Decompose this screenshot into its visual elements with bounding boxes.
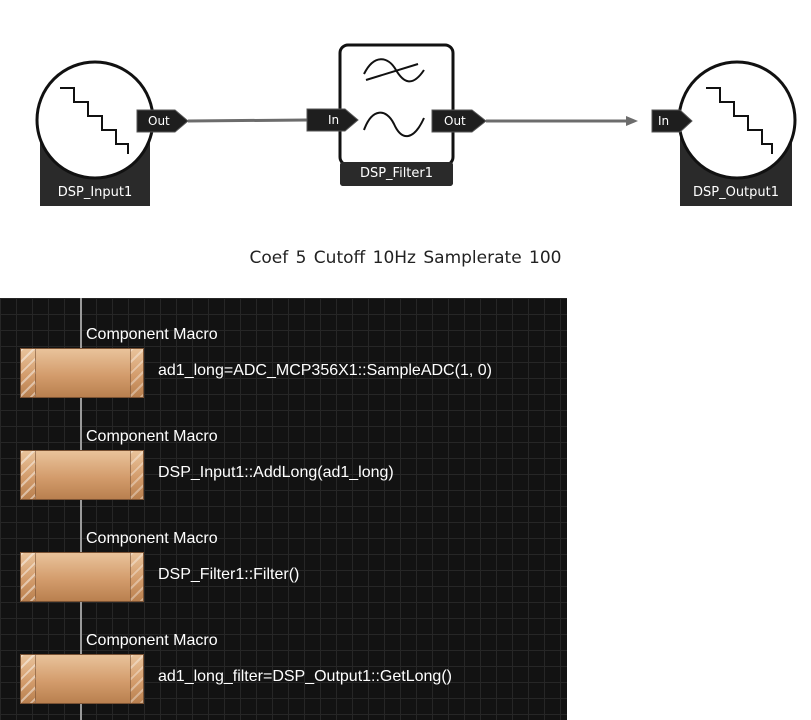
dsp-output-component[interactable]	[677, 60, 797, 206]
output-in-port-label: In	[658, 114, 670, 128]
component-diagram	[35, 43, 797, 206]
staircase-icon	[60, 87, 129, 154]
macro-item[interactable]: Component Macro ad1_long_filter=DSP_Outp…	[0, 632, 567, 712]
connector-input-filter	[187, 118, 308, 123]
macro-title: Component Macro	[86, 326, 218, 343]
filter-wave-icon-2	[363, 111, 425, 137]
macro-block[interactable]	[20, 348, 144, 398]
input-out-port[interactable]	[136, 109, 189, 133]
macro-item[interactable]: Component Macro ad1_long=ADC_MCP356X1::S…	[0, 326, 567, 406]
macro-item[interactable]: Component Macro DSP_Filter1::Filter()	[0, 530, 567, 610]
macro-call: DSP_Input1::AddLong(ad1_long)	[158, 464, 394, 481]
macro-block[interactable]	[20, 654, 144, 704]
macro-call: DSP_Filter1::Filter()	[158, 566, 300, 583]
input-out-port-label: Out	[148, 114, 170, 128]
macro-call: ad1_long_filter=DSP_Output1::GetLong()	[158, 668, 452, 685]
dsp-output-label: DSP_Output1	[680, 181, 792, 205]
flowchart-panel: Component Macro ad1_long=ADC_MCP356X1::S…	[0, 298, 567, 720]
filter-out-port-label: Out	[444, 114, 466, 128]
filter-settings-caption: Coef 5 Cutoff 10Hz Samplerate 100	[249, 248, 562, 268]
filter-in-port[interactable]	[306, 108, 359, 132]
macro-item[interactable]: Component Macro DSP_Input1::AddLong(ad1_…	[0, 428, 567, 508]
staircase-icon	[706, 87, 773, 154]
flow-line	[80, 298, 82, 720]
filter-out-port[interactable]	[431, 109, 487, 133]
macro-title: Component Macro	[86, 530, 218, 547]
macro-call: ad1_long=ADC_MCP356X1::SampleADC(1, 0)	[158, 362, 492, 379]
macro-title: Component Macro	[86, 632, 218, 649]
filter-in-port-label: In	[328, 113, 340, 127]
macro-block[interactable]	[20, 450, 144, 500]
macro-title: Component Macro	[86, 428, 218, 445]
macro-block[interactable]	[20, 552, 144, 602]
dsp-filter-label: DSP_Filter1	[340, 162, 453, 186]
output-in-port[interactable]	[651, 109, 693, 133]
connector-arrowhead	[626, 116, 638, 126]
dsp-input-label: DSP_Input1	[40, 181, 150, 205]
